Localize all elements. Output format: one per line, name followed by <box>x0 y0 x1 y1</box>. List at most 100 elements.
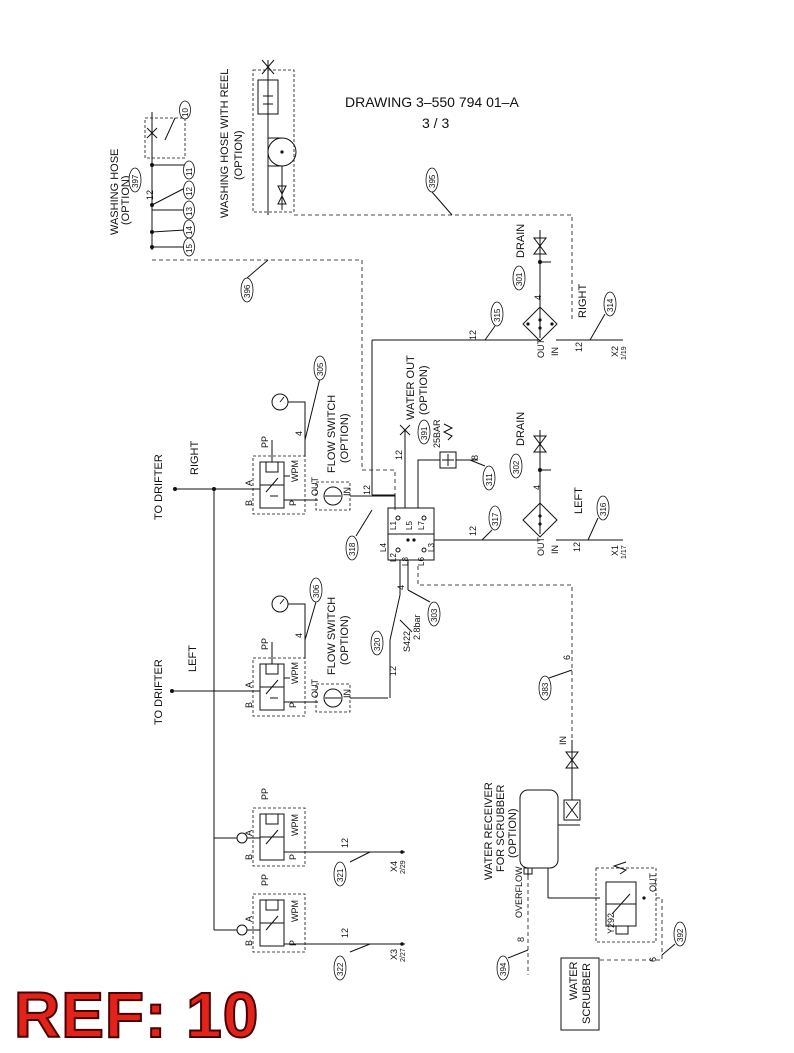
balloon-392: 392 <box>661 921 687 956</box>
balloon-315: 315 <box>484 301 504 341</box>
svg-text:314: 314 <box>606 298 615 312</box>
line-size-4: 4 <box>533 295 543 300</box>
balloon-305: 305 <box>313 355 327 381</box>
left-label-2: LEFT <box>573 487 585 514</box>
manifold-port-l6: L6 <box>417 557 426 566</box>
manifold-port-l8: L8 <box>401 557 410 566</box>
svg-text:11: 11 <box>185 167 194 176</box>
balloon-314: 314 <box>589 291 617 341</box>
valve-port-a: A <box>244 682 254 688</box>
line-size-4: 4 <box>294 633 304 638</box>
svg-text:12: 12 <box>185 187 194 196</box>
pressure-switch-s422: S422 <box>402 631 412 652</box>
balloon-394: 394 <box>496 949 529 981</box>
balloon-395: 395 <box>425 167 453 216</box>
svg-text:397: 397 <box>131 174 140 188</box>
svg-text:322: 322 <box>336 962 345 976</box>
svg-text:383: 383 <box>541 682 550 696</box>
to-drifter-left: TO DRIFTER <box>153 659 165 725</box>
overflow-label: OVERFLOW <box>514 866 524 918</box>
svg-text:316: 316 <box>599 502 608 516</box>
line-size-12: 12 <box>574 342 584 352</box>
valve-port-p: P <box>288 500 298 506</box>
line-size-12: 12 <box>388 666 398 676</box>
valve-port-pp: PP <box>260 788 270 800</box>
valve-port-p: P <box>288 702 298 708</box>
balloon-383: 383 <box>538 669 573 701</box>
svg-text:396: 396 <box>243 284 252 298</box>
left-outlet-group: DRAIN 4 OUT IN LEFT 12 12 X1 1/17 <box>468 412 628 559</box>
to-drifter-right: TO DRIFTER <box>153 454 165 520</box>
out-label: OUT <box>310 679 320 699</box>
washing-hose-reel-label: WASHING HOSE WITH REEL <box>219 69 231 218</box>
manifold-port-l7: L7 <box>417 521 426 530</box>
line-size-12: 12 <box>394 450 404 460</box>
balloon-391: 391 <box>417 419 431 445</box>
flow-switch-label: FLOW SWITCH <box>326 395 338 473</box>
valve-port-wpm: WPM <box>290 900 300 922</box>
out-label-y292: OUT <box>648 873 658 893</box>
balloon-306: 306 <box>309 577 323 603</box>
in-label: IN <box>550 545 560 554</box>
right-valve: A B P PP WPM TO DRIFTER RIGHT <box>153 436 318 930</box>
svg-text:320: 320 <box>373 637 382 651</box>
line-size-12: 12 <box>572 542 582 552</box>
washing-hose-reel-option: (OPTION) <box>233 131 245 181</box>
balloon-10: 10 <box>179 100 191 120</box>
svg-text:303: 303 <box>430 608 439 622</box>
right-outlet-group: DRAIN 4 OUT IN RIGHT 12 12 X2 1/19 <box>371 224 628 495</box>
connector-x3-sheet: 2/27 <box>400 948 407 962</box>
water-receiver-option: (OPTION) <box>507 809 519 859</box>
manifold-port-l1: L1 <box>389 521 398 530</box>
line-size-8: 8 <box>516 937 526 942</box>
water-scrubber: WATER SCRUBBER <box>560 957 600 1031</box>
line-size-12: 12 <box>340 928 350 938</box>
balloon-301: 301 <box>512 265 526 291</box>
svg-text:301: 301 <box>515 272 524 286</box>
manifold-port-l3: L3 <box>427 543 436 552</box>
washing-hose-reel: WASHING HOSE WITH REEL (OPTION) <box>219 59 297 218</box>
right-flow-switch: OUT IN FLOW SWITCH (OPTION) 4 <box>271 377 395 511</box>
out-label: OUT <box>536 339 546 359</box>
balloon-397: 397 <box>128 167 142 193</box>
valve-port-pp: PP <box>260 874 270 886</box>
svg-text:302: 302 <box>512 460 521 474</box>
in-label: IN <box>342 689 352 698</box>
balloon-320: 320 <box>370 630 384 656</box>
water-out-label: WATER OUT <box>405 355 417 420</box>
svg-text:317: 317 <box>491 512 500 526</box>
svg-text:311: 311 <box>485 473 494 486</box>
line-size-6: 6 <box>562 655 572 660</box>
left-valve: A B P PP WPM TO DRIFTER LEFT <box>153 638 318 725</box>
manifold-port-l5: L5 <box>405 521 414 530</box>
valve-port-b: B <box>244 702 254 708</box>
drawing-number: DRAWING 3–550 794 01–A <box>345 94 519 110</box>
line-size-12: 12 <box>362 485 372 495</box>
relief-valve-25bar: 25BAR 8 <box>432 419 480 469</box>
lower-valve-x3: A B P PP WPM 12 X3 2/27 <box>214 874 407 962</box>
washing-hose: WASHING HOSE (OPTION) 12 <box>109 112 186 250</box>
valve-port-b: B <box>244 854 254 860</box>
balloon-317: 317 <box>481 505 502 541</box>
svg-text:391: 391 <box>420 426 429 440</box>
valve-port-a: A <box>244 480 254 486</box>
svg-text:14: 14 <box>185 226 194 235</box>
water-scrubber-label: WATER <box>568 961 580 1000</box>
valve-port-a: A <box>244 916 254 922</box>
water-receiver: WATER RECEIVER FOR SCRUBBER (OPTION) OVE… <box>483 782 600 918</box>
dashed-line-392 <box>600 897 663 961</box>
balloon-14: 14 <box>183 219 195 239</box>
line-size-4: 4 <box>396 585 406 590</box>
lower-valve-x4: A B P PP WPM 12 X4 2/29 <box>214 788 407 874</box>
line-size-4: 4 <box>532 485 542 490</box>
drawing-sheet: 3 / 3 <box>422 115 449 131</box>
right-label-2: RIGHT <box>577 284 589 319</box>
balloon-11: 11 <box>183 160 195 180</box>
water-receiver-sub: FOR SCRUBBER <box>495 785 507 872</box>
balloon-311: 311 <box>469 459 496 491</box>
line-size-12: 12 <box>468 526 478 536</box>
balloon-322: 322 <box>333 955 347 981</box>
right-label: RIGHT <box>189 441 201 476</box>
connector-x1-sheet: 1/17 <box>621 545 628 559</box>
